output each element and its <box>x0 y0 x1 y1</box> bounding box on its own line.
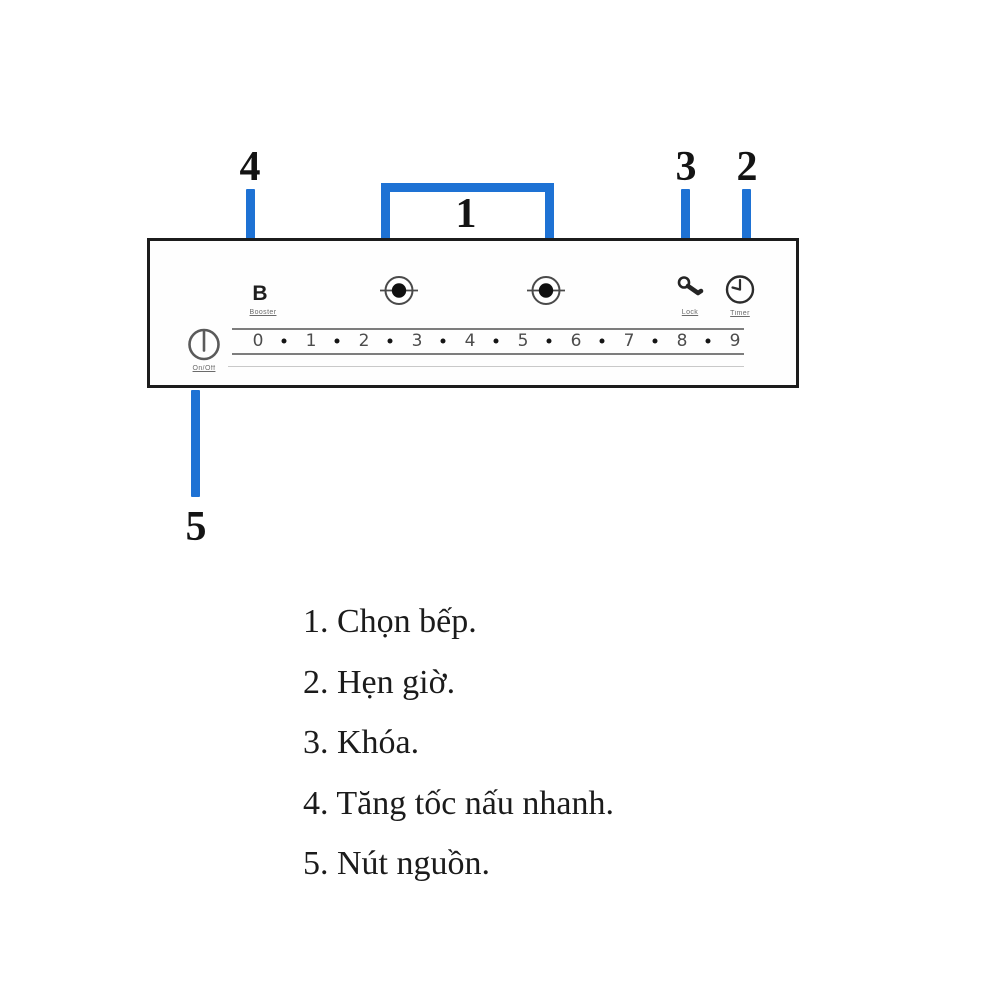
legend-item-4: 4. Tăng tốc nấu nhanh. <box>303 784 614 822</box>
lock-key-icon <box>675 275 705 308</box>
control-panel: On/Off B Booster <box>147 238 799 388</box>
scale-number-7: 7 <box>623 331 635 351</box>
callout-number-2: 2 <box>736 144 758 190</box>
scale-number-0: 0 <box>252 331 264 351</box>
scale-number-3: 3 <box>411 331 423 351</box>
scale-number-1: 1 <box>305 331 317 351</box>
burner-select-left-icon <box>379 273 419 314</box>
callout-line-4 <box>246 189 255 239</box>
callout-number-3: 3 <box>675 144 697 190</box>
scale-dot <box>493 338 499 344</box>
legend-item-3: 3. Khóa. <box>303 724 420 761</box>
callout-line-5 <box>191 390 200 497</box>
scale-dot <box>440 338 446 344</box>
scale-number-2: 2 <box>358 331 370 351</box>
scale-dot <box>652 338 658 344</box>
scale-number-8: 8 <box>676 331 688 351</box>
legend: 1. Chọn bếp. 2. Hẹn giờ. 3. Khóa. 4. Tăn… <box>303 592 614 895</box>
scale-dot <box>599 338 605 344</box>
callout-line-3 <box>681 189 690 239</box>
scale-number-9: 9 <box>729 331 741 351</box>
scale-dot <box>334 338 340 344</box>
scale-dot <box>705 338 711 344</box>
legend-item-5: 5. Nút nguồn. <box>303 845 490 882</box>
power-icon <box>185 326 223 369</box>
power-sublabel: On/Off <box>192 365 216 372</box>
legend-item-1: 1. Chọn bếp. <box>303 603 477 640</box>
timer-clock-icon <box>723 273 757 312</box>
scale-dot <box>546 338 552 344</box>
scale-number-5: 5 <box>517 331 529 351</box>
timer-sublabel: Timer <box>730 310 750 317</box>
burner-select-right-icon <box>526 273 566 314</box>
scale-shadow-line <box>228 366 744 367</box>
scale-top-line <box>232 328 744 330</box>
booster-sublabel: Booster <box>249 309 277 316</box>
callout-number-1: 1 <box>455 191 477 237</box>
scale-dot <box>281 338 287 344</box>
legend-item-2: 2. Hẹn giờ. <box>303 663 456 701</box>
callout-number-5: 5 <box>185 504 207 550</box>
scale-number-4: 4 <box>464 331 476 351</box>
callout-number-4: 4 <box>239 144 261 190</box>
callout-line-2 <box>742 189 751 239</box>
lock-sublabel: Lock <box>681 309 699 316</box>
callout-bracket-1 <box>381 183 554 238</box>
booster-symbol: B <box>252 282 268 305</box>
scale-number-6: 6 <box>570 331 582 351</box>
scale-dot <box>387 338 393 344</box>
scale-bottom-line <box>232 353 744 355</box>
